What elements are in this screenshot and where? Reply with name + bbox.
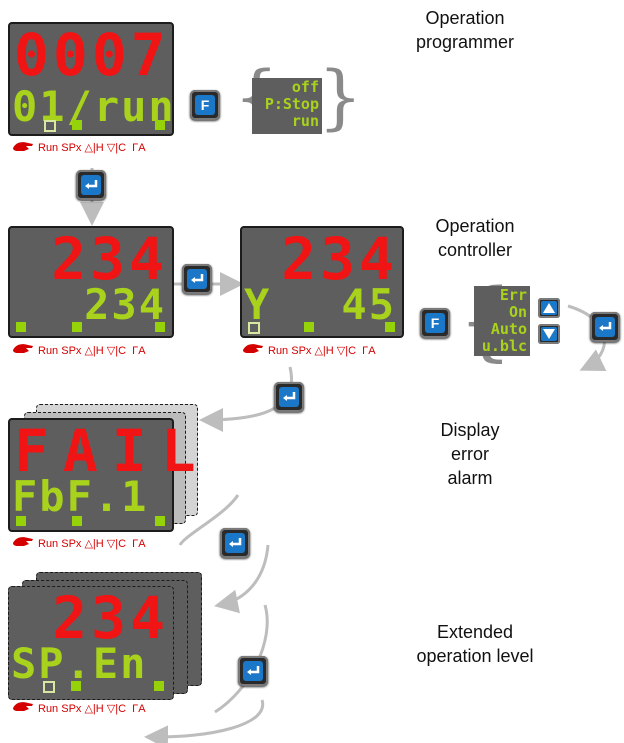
enter-icon (85, 180, 98, 189)
display-top-value: 234 (51, 225, 168, 293)
hand-icon (13, 344, 33, 353)
heading-line: programmer (415, 32, 515, 52)
heading-line: Operation (425, 8, 505, 28)
display-top-value: FAIL (14, 417, 210, 485)
display-bottom-right-value: 45 (341, 280, 396, 329)
heading-line: alarm (447, 468, 493, 488)
heading-line: error (450, 444, 489, 464)
led-indicator (155, 120, 165, 130)
status-labels: Run SPx △|H ▽|C ΓA (268, 345, 376, 357)
heading-line: controller (437, 240, 513, 260)
hand-icon (13, 142, 33, 151)
controller-display-left: 234 234 (8, 226, 174, 338)
heading-line: Display (440, 420, 500, 440)
menu-item[interactable]: Auto (490, 320, 527, 338)
up-button[interactable] (538, 298, 560, 318)
menu-item[interactable]: off (291, 78, 319, 96)
led-indicator (72, 120, 82, 130)
enter-icon (599, 322, 612, 331)
controller-menu: Err On Auto u.blc (474, 286, 530, 356)
display-bottom-value: 234 (84, 280, 166, 329)
display-top-value: 234 (281, 225, 398, 293)
heading-display-error-alarm: Display error alarm (385, 418, 555, 490)
led-indicator (154, 681, 164, 691)
hand-icon (13, 702, 33, 711)
enter-button[interactable] (182, 264, 212, 294)
menu-item[interactable]: P:Stop (264, 95, 319, 113)
enter-icon (247, 666, 260, 675)
enter-icon (283, 392, 296, 401)
status-labels: Run SPx △|H ▽|C ΓA (38, 538, 146, 550)
enter-button[interactable] (238, 656, 268, 686)
display-bottom-left-value: Y (244, 280, 272, 329)
extended-display: 234 SP.En (8, 586, 174, 700)
led-indicator (72, 516, 82, 526)
enter-icon (191, 274, 204, 283)
brace-right-icon: } (318, 56, 363, 138)
led-indicator (43, 681, 55, 693)
hand-icon (243, 344, 263, 353)
f-button-label: F (425, 313, 445, 333)
menu-item[interactable]: On (508, 303, 527, 321)
led-indicator (385, 322, 395, 332)
menu-item[interactable]: u.blc (481, 337, 527, 355)
display-bottom-value: SP.En (11, 639, 148, 688)
f-button[interactable]: F (190, 90, 220, 120)
heading-line: operation level (416, 646, 534, 666)
enter-button[interactable] (76, 170, 106, 200)
led-indicator (72, 322, 82, 332)
hand-icon (13, 537, 33, 546)
arrow-down-icon (543, 329, 555, 339)
enter-button[interactable] (220, 528, 250, 558)
enter-button[interactable] (274, 382, 304, 412)
display-top-value: 0007 (14, 21, 170, 89)
status-labels: Run SPx △|H ▽|C ΓA (38, 703, 146, 715)
status-labels: Run SPx △|H ▽|C ΓA (38, 142, 146, 154)
menu-item[interactable]: Err (499, 286, 527, 304)
error-display: FAIL FbF.1 (8, 418, 196, 532)
led-indicator (71, 681, 81, 691)
heading-operation-programmer: Operation programmer (380, 6, 550, 54)
led-indicator (155, 322, 165, 332)
heading-line: Operation (435, 216, 515, 236)
led-indicator (304, 322, 314, 332)
arrow-up-icon (543, 303, 555, 313)
controller-display-right: 234 Y 45 (240, 226, 404, 338)
enter-icon (229, 538, 242, 547)
enter-button[interactable] (590, 312, 620, 342)
led-indicator (16, 322, 26, 332)
heading-operation-controller: Operation controller (390, 214, 560, 262)
display-bottom-value: 01/run (12, 82, 176, 131)
led-indicator (44, 120, 56, 132)
display-bottom-value: FbF.1 (12, 472, 149, 521)
f-button-label: F (195, 95, 215, 115)
heading-extended-operation-level: Extended operation level (390, 620, 560, 668)
programmer-display: 0007 01/run (8, 22, 174, 136)
led-indicator (155, 516, 165, 526)
menu-item[interactable]: run (291, 112, 319, 130)
down-button[interactable] (538, 324, 560, 344)
programmer-menu: off P:Stop run (252, 78, 322, 134)
status-labels: Run SPx △|H ▽|C ΓA (38, 345, 146, 357)
led-indicator (16, 516, 26, 526)
heading-line: Extended (436, 622, 514, 642)
led-indicator (248, 322, 260, 334)
display-top-value: 234 (52, 584, 169, 652)
f-button[interactable]: F (420, 308, 450, 338)
